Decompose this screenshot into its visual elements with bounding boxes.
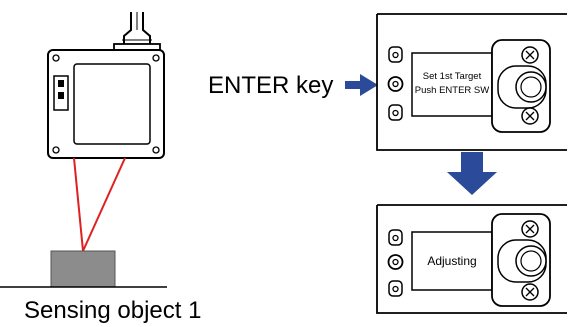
down-button[interactable] <box>388 104 403 121</box>
controller-panel-top: Set 1st Target Push ENTER SW <box>376 13 567 151</box>
display-bottom-text: Adjusting <box>427 254 476 268</box>
down-arrow-icon <box>447 152 497 195</box>
sensing-object-label: Sensing object 1 <box>24 297 201 324</box>
display-bottom <box>411 231 493 291</box>
cable-icon <box>113 12 161 53</box>
enter-arrow-icon <box>345 74 378 96</box>
up-button[interactable] <box>388 46 403 63</box>
display-top-line2: Push ENTER SW <box>415 85 489 96</box>
enter-button[interactable] <box>387 254 404 270</box>
sensing-object <box>50 250 116 288</box>
laser-beams <box>73 157 126 252</box>
down-button[interactable] <box>388 280 403 297</box>
enter-button[interactable] <box>387 76 404 92</box>
controller-panel-bottom: Adjusting <box>376 204 567 314</box>
display-top-line1: Set 1st Target <box>423 71 482 82</box>
up-button[interactable] <box>388 229 403 246</box>
enter-key-label: ENTER key <box>208 72 333 99</box>
sensor-head <box>47 12 165 159</box>
